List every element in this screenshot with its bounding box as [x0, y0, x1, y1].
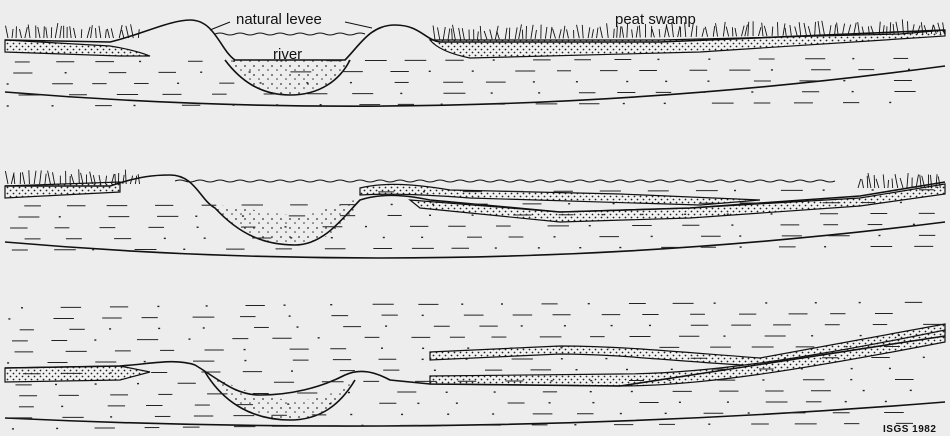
levee-leader-right — [345, 22, 372, 28]
water-surface-icon — [215, 33, 365, 35]
stage-1-active-river-with-peat-swamp: natural levee river peat swamp — [5, 11, 945, 106]
levee-leader-left — [210, 22, 230, 30]
credit-label: ISGS 1982 — [883, 424, 936, 435]
peat-deposit-right — [430, 30, 945, 58]
river-label: river — [273, 46, 302, 63]
water-surface-icon — [175, 180, 835, 182]
stage-2-flooding-and-sediment-splay — [5, 169, 945, 258]
stage-3-burial-by-overlying-sediments: ISGS 1982 — [5, 302, 945, 435]
peat-deposit-left — [5, 182, 120, 198]
peat-deposit-left — [5, 40, 150, 56]
channel-sand — [205, 372, 355, 420]
grass-tuft-icon — [5, 169, 940, 188]
basal-contact-line — [5, 402, 945, 426]
channel-sand — [225, 60, 350, 95]
natural-levee-label: natural levee — [236, 11, 322, 28]
channel-sand — [210, 200, 360, 245]
shale-dash-pattern — [7, 58, 916, 106]
basal-contact-line — [5, 222, 945, 258]
basal-contact-line — [5, 66, 945, 106]
